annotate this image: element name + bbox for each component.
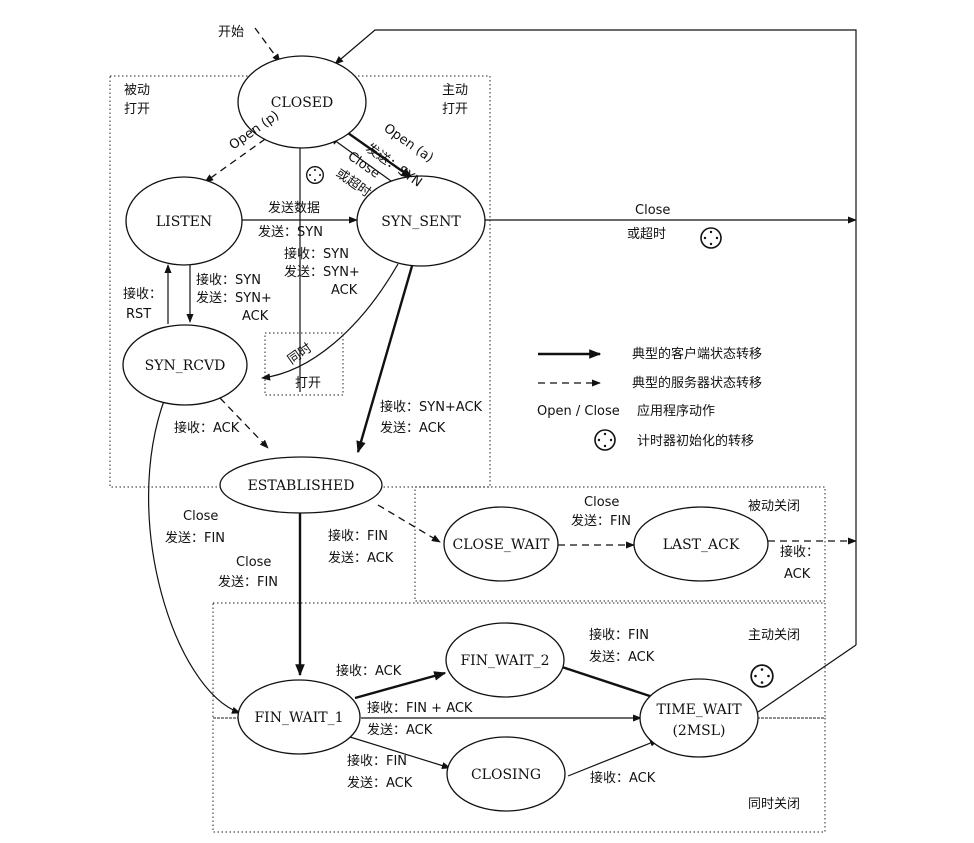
state-syn-sent-label: SYN_SENT bbox=[381, 214, 461, 230]
state-syn-rcvd: SYN_RCVD bbox=[122, 324, 248, 406]
fw2-fin-label-2: 发送：ACK bbox=[589, 649, 655, 665]
cw-close-label-2: 发送：FIN bbox=[571, 513, 631, 529]
timer-icon-timewait bbox=[750, 664, 774, 688]
state-time-wait-sublabel: (2MSL) bbox=[672, 723, 725, 739]
active-open-label-2: 打开 bbox=[442, 102, 468, 117]
fw1-fin-label-2: 发送：ACK bbox=[347, 775, 413, 791]
sent-recv-label-1: 接收：SYN bbox=[284, 246, 349, 262]
simultaneous-open-label-2: 打开 bbox=[295, 376, 321, 391]
start-arrow bbox=[254, 27, 281, 63]
state-fin-wait-2: FIN_WAIT_2 bbox=[445, 622, 565, 698]
synrcvd-to-finwait1-arrow bbox=[147, 397, 241, 714]
closed-to-listen-arrow bbox=[204, 131, 276, 183]
closed-to-synsent-arrow bbox=[337, 125, 413, 179]
timewait-return-arrow bbox=[757, 644, 857, 713]
state-established-label: ESTABLISHED bbox=[248, 478, 355, 494]
fw1-finack-label-2: 发送：ACK bbox=[367, 722, 433, 738]
state-close-wait: CLOSE_WAIT bbox=[443, 506, 559, 582]
finwait1-to-finwait2-arrow bbox=[354, 671, 447, 700]
state-closing-label: CLOSING bbox=[471, 767, 541, 783]
cw-close-label-1: Close bbox=[584, 495, 619, 510]
legend-timer-label: 计时器初始化的转移 bbox=[637, 433, 754, 449]
est-close-label-2: 发送：FIN bbox=[218, 574, 278, 590]
rcvd-ack-label: 接收：ACK bbox=[174, 420, 240, 436]
state-syn-rcvd-label: SYN_RCVD bbox=[145, 358, 226, 374]
simultaneous-open-box bbox=[264, 332, 344, 396]
sent-synack-label-1: 接收：SYN+ACK bbox=[380, 399, 483, 415]
state-time-wait-label: TIME_WAIT bbox=[656, 702, 742, 718]
legend-client-label: 典型的客户端状态转移 bbox=[632, 346, 762, 362]
est-fin-label-1: 接收：FIN bbox=[328, 528, 388, 544]
la-ack-label-2: ACK bbox=[784, 567, 811, 582]
listen-recv-label-1: 接收：SYN bbox=[196, 272, 261, 288]
return-line bbox=[334, 29, 857, 645]
state-time-wait: TIME_WAIT (2MSL) bbox=[639, 678, 759, 758]
listen-recv-label-2: 发送：SYN+ bbox=[196, 290, 272, 306]
active-open-label-1: 主动 bbox=[442, 83, 468, 98]
est-fin-label-2: 发送：ACK bbox=[328, 550, 394, 566]
state-fin-wait-1-label: FIN_WAIT_1 bbox=[254, 710, 343, 726]
closing-to-timewait-arrow bbox=[567, 739, 659, 777]
active-close-label: 主动关闭 bbox=[748, 628, 800, 643]
state-fin-wait-2-label: FIN_WAIT_2 bbox=[460, 653, 549, 669]
state-last-ack-label: LAST_ACK bbox=[663, 537, 740, 553]
passive-open-label-1: 被动 bbox=[124, 83, 150, 98]
legend-action-key: Open / Close bbox=[537, 404, 620, 419]
sent-synack-label-2: 发送：ACK bbox=[380, 420, 446, 436]
timer-icon-closed bbox=[305, 166, 325, 184]
established-to-closewait-arrow bbox=[377, 504, 441, 543]
state-closed: CLOSED bbox=[237, 55, 367, 149]
state-syn-sent: SYN_SENT bbox=[356, 175, 486, 267]
state-established: ESTABLISHED bbox=[219, 456, 383, 514]
state-close-wait-label: CLOSE_WAIT bbox=[453, 537, 551, 553]
simultaneous-close-box bbox=[212, 717, 826, 833]
sent-close-label-2: 或超时 bbox=[627, 227, 666, 242]
sent-recv-label-2: 发送：SYN+ bbox=[284, 264, 360, 280]
timer-icon-synsent bbox=[700, 227, 722, 249]
state-closed-label: CLOSED bbox=[271, 95, 334, 111]
rst-label-1: 接收： bbox=[123, 286, 162, 302]
rst-label-2: RST bbox=[126, 307, 151, 322]
passive-open-label-2: 打开 bbox=[124, 102, 150, 117]
state-listen: LISTEN bbox=[125, 176, 243, 266]
closing-ack-label: 接收：ACK bbox=[590, 770, 656, 786]
send-data-label: 发送数据 bbox=[268, 200, 320, 216]
state-listen-label: LISTEN bbox=[156, 214, 212, 230]
state-closing: CLOSING bbox=[446, 736, 566, 812]
fw2-fin-label-1: 接收：FIN bbox=[589, 627, 649, 643]
synsent-to-closed-arrow bbox=[329, 136, 399, 187]
fw1-ack-label: 接收：ACK bbox=[336, 663, 402, 679]
finwait2-to-timewait-arrow bbox=[561, 665, 667, 703]
state-last-ack: LAST_ACK bbox=[633, 506, 769, 582]
legend-action-label: 应用程序动作 bbox=[637, 403, 715, 419]
legend-server-label: 典型的服务器状态转移 bbox=[632, 375, 762, 391]
rcvd-close-label-2: 发送：FIN bbox=[165, 530, 225, 546]
la-ack-label-1: 接收： bbox=[780, 544, 819, 560]
passive-close-label: 被动关闭 bbox=[748, 499, 800, 514]
passive-close-box bbox=[414, 486, 826, 602]
legend-timer-icon bbox=[594, 429, 616, 451]
synsent-to-established-arrow bbox=[356, 265, 414, 454]
finwait1-to-closing-arrow bbox=[349, 736, 451, 770]
fw1-fin-label-1: 接收：FIN bbox=[347, 753, 407, 769]
sent-close-label-1: Close bbox=[635, 203, 670, 218]
start-label: 开始 bbox=[218, 25, 244, 40]
send-syn-label: 发送：SYN bbox=[258, 224, 323, 240]
rcvd-close-label-1: Close bbox=[183, 509, 218, 524]
simultaneous-close-label: 同时关闭 bbox=[748, 797, 800, 812]
fw1-finack-label-1: 接收：FIN + ACK bbox=[367, 700, 473, 716]
sent-recv-label-3: ACK bbox=[331, 283, 358, 298]
est-close-label-1: Close bbox=[236, 555, 271, 570]
listen-recv-label-3: ACK bbox=[242, 309, 269, 324]
synsent-to-synrcvd-arrow bbox=[261, 263, 399, 381]
state-fin-wait-1: FIN_WAIT_1 bbox=[237, 679, 361, 755]
